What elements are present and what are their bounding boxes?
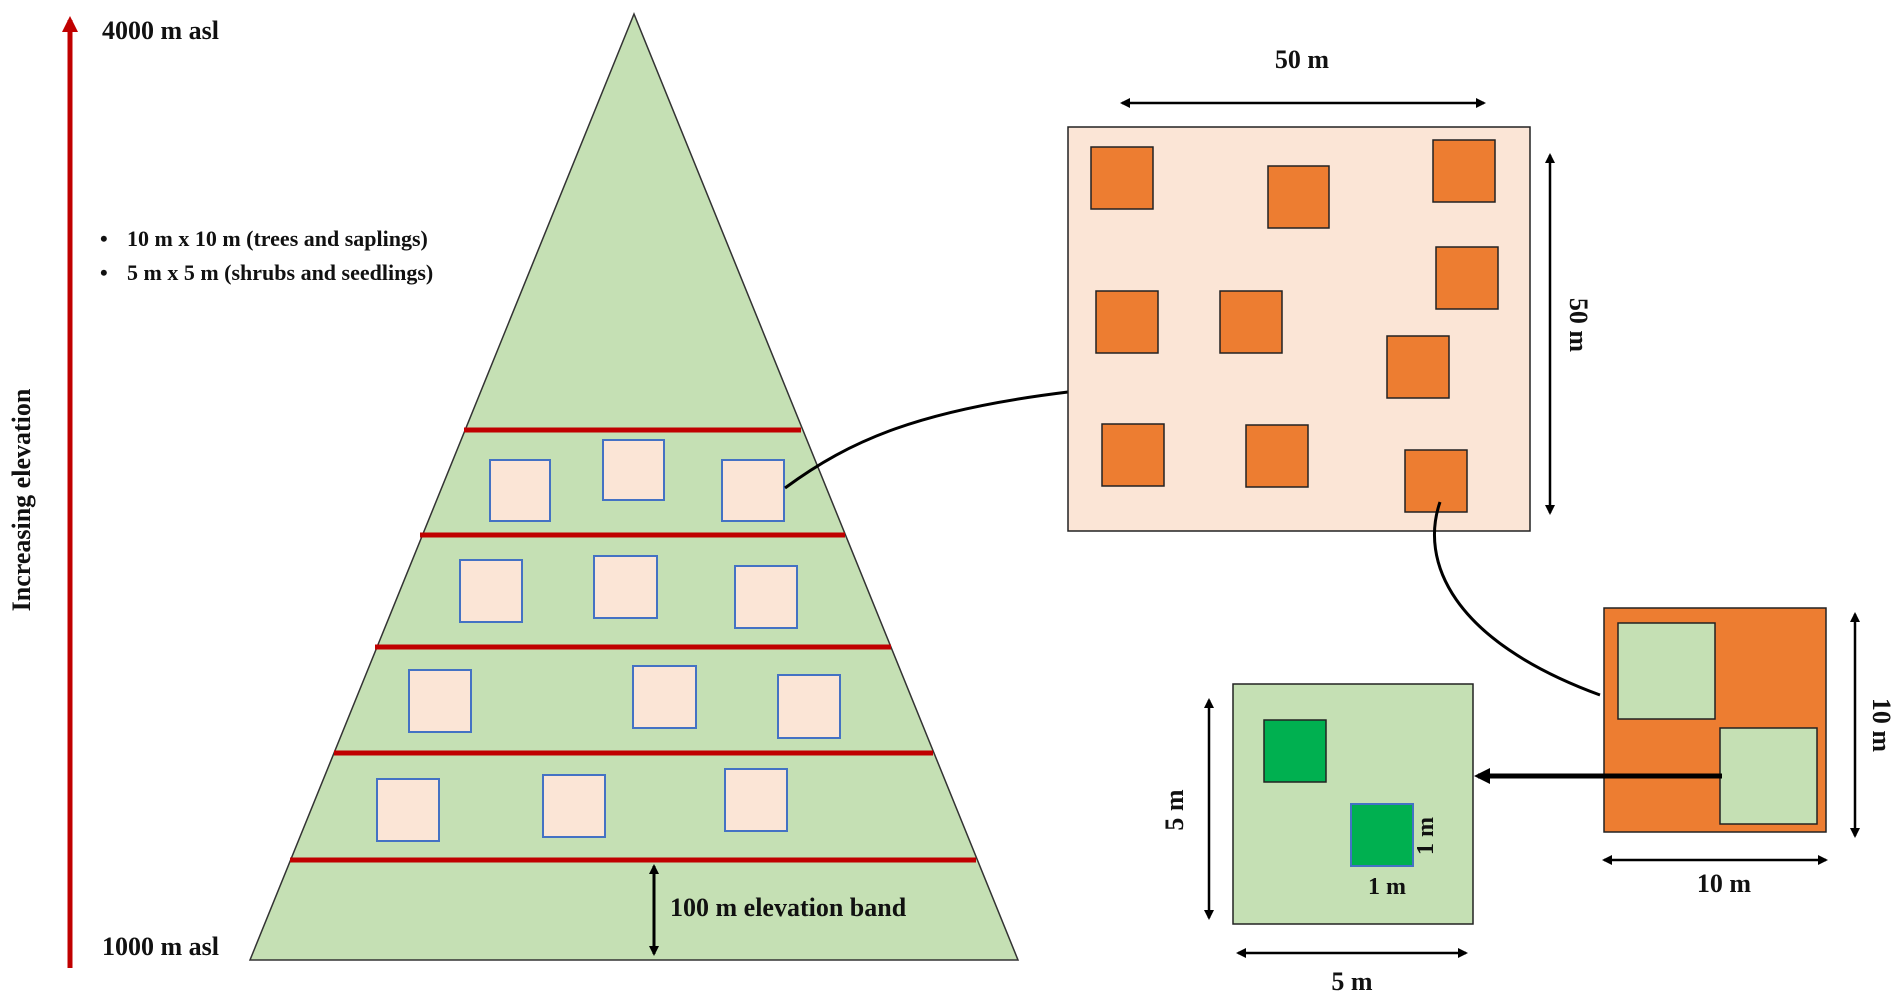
elevation-bottom-label: 1000 m asl bbox=[102, 932, 219, 961]
plot-50m-height-label: 50 m bbox=[1564, 298, 1593, 353]
plot-5m-height-label: 5 m bbox=[1160, 789, 1189, 831]
subplot-10m bbox=[1386, 335, 1450, 399]
subplot-10m bbox=[1267, 165, 1330, 229]
plot-5m-width-label: 5 m bbox=[1331, 967, 1373, 996]
mountain-plots bbox=[376, 439, 841, 842]
mountain-plot bbox=[734, 565, 798, 629]
quadrat-1m-height-label: 1 m bbox=[1413, 817, 1439, 855]
subplot-10m bbox=[1435, 246, 1499, 310]
mountain-plot bbox=[489, 459, 551, 522]
quadrat-1m-a bbox=[1263, 719, 1327, 783]
elevation-axis-label: Increasing elevation bbox=[7, 388, 36, 611]
subplot-10m bbox=[1101, 423, 1165, 487]
mountain-plot bbox=[721, 459, 785, 522]
subplot-10m bbox=[1090, 146, 1154, 210]
quadrat-1m-width-label: 1 m bbox=[1368, 874, 1406, 900]
subplot-10m bbox=[1219, 290, 1283, 354]
mountain-plot bbox=[376, 778, 440, 842]
plot-10m-height-label: 10 m bbox=[1867, 698, 1896, 753]
bullet-shrubs-seedlings: 5 m x 5 m (shrubs and seedlings) bbox=[127, 260, 433, 285]
subplot-10m bbox=[1432, 139, 1496, 203]
bullet-trees-saplings: 10 m x 10 m (trees and saplings) bbox=[127, 226, 428, 251]
bullet-marker-2: • bbox=[100, 260, 108, 285]
mountain-plot bbox=[459, 559, 523, 623]
mountain-plot bbox=[777, 674, 841, 739]
subplots-10m bbox=[1090, 139, 1499, 513]
subplot-10m bbox=[1404, 449, 1468, 513]
subplot-10m bbox=[1095, 290, 1159, 354]
band-label: 100 m elevation band bbox=[670, 893, 907, 922]
plot-10m-width-label: 10 m bbox=[1697, 869, 1752, 898]
bullet-marker-1: • bbox=[100, 226, 108, 251]
quadrat-5m-b bbox=[1719, 727, 1818, 825]
mountain-plot bbox=[593, 555, 658, 619]
quadrat-1m-b bbox=[1350, 803, 1414, 867]
mountain-plot bbox=[408, 669, 472, 733]
subplot-10m bbox=[1245, 424, 1309, 488]
elevation-top-label: 4000 m asl bbox=[102, 16, 219, 45]
connector-subplot-to-10m bbox=[1432, 501, 1601, 697]
mountain-plot bbox=[542, 774, 606, 838]
mountain-plot bbox=[724, 768, 788, 832]
plot-50m-width-label: 50 m bbox=[1275, 45, 1330, 74]
connector-plot-to-50m bbox=[784, 390, 1069, 490]
quadrat-5m-a bbox=[1617, 622, 1716, 720]
mountain-plot bbox=[602, 439, 665, 501]
mountain-plot bbox=[632, 665, 697, 729]
